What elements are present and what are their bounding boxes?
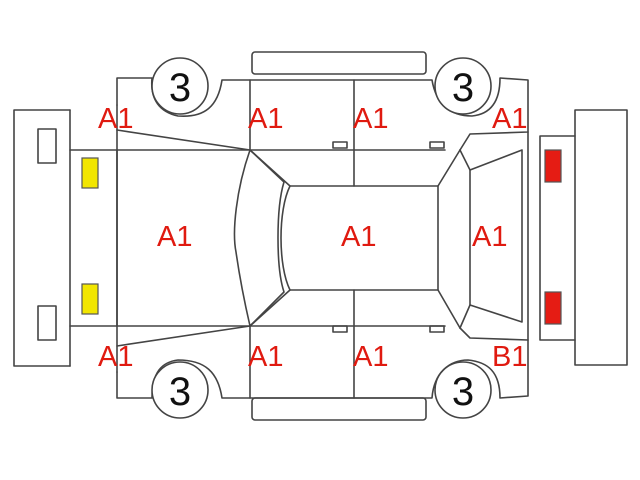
tire-rear-left: 3 <box>151 361 209 419</box>
red-lamp-icon <box>544 291 562 325</box>
grade-rear-left-door: A1 <box>353 103 388 135</box>
grade-rear-right-quarter: B1 <box>492 341 527 373</box>
grade-front-right-door: A1 <box>248 341 283 373</box>
grade-hood: A1 <box>157 221 192 253</box>
grade-trunk: A1 <box>472 221 507 253</box>
yellow-lamp-icon <box>81 157 99 189</box>
grade-rear-right-door: A1 <box>353 341 388 373</box>
roof-rail-top <box>251 51 427 75</box>
yellow-lamp-icon <box>81 283 99 315</box>
grade-rear-left-quarter: A1 <box>492 103 527 135</box>
tire-rear-right-number: 3 <box>452 370 474 414</box>
tire-front-left: 3 <box>151 57 209 115</box>
front-bumper <box>13 109 71 367</box>
hood-panel <box>233 149 251 327</box>
tire-front-left-number: 3 <box>169 66 191 110</box>
grade-front-left-door: A1 <box>248 103 283 135</box>
red-lamp-icon <box>544 149 562 183</box>
grade-front-right-fender: A1 <box>98 341 133 373</box>
car-body <box>69 77 529 399</box>
grade-front-left-fender: A1 <box>98 103 133 135</box>
tire-front-right-number: 3 <box>452 66 474 110</box>
tire-rear-left-number: 3 <box>169 370 191 414</box>
cabin <box>249 79 523 399</box>
tire-rear-right: 3 <box>434 361 492 419</box>
grade-roof: A1 <box>341 221 376 253</box>
tire-front-right: 3 <box>434 57 492 115</box>
roof-rail-bottom <box>251 397 427 421</box>
rear-bumper <box>539 109 628 366</box>
